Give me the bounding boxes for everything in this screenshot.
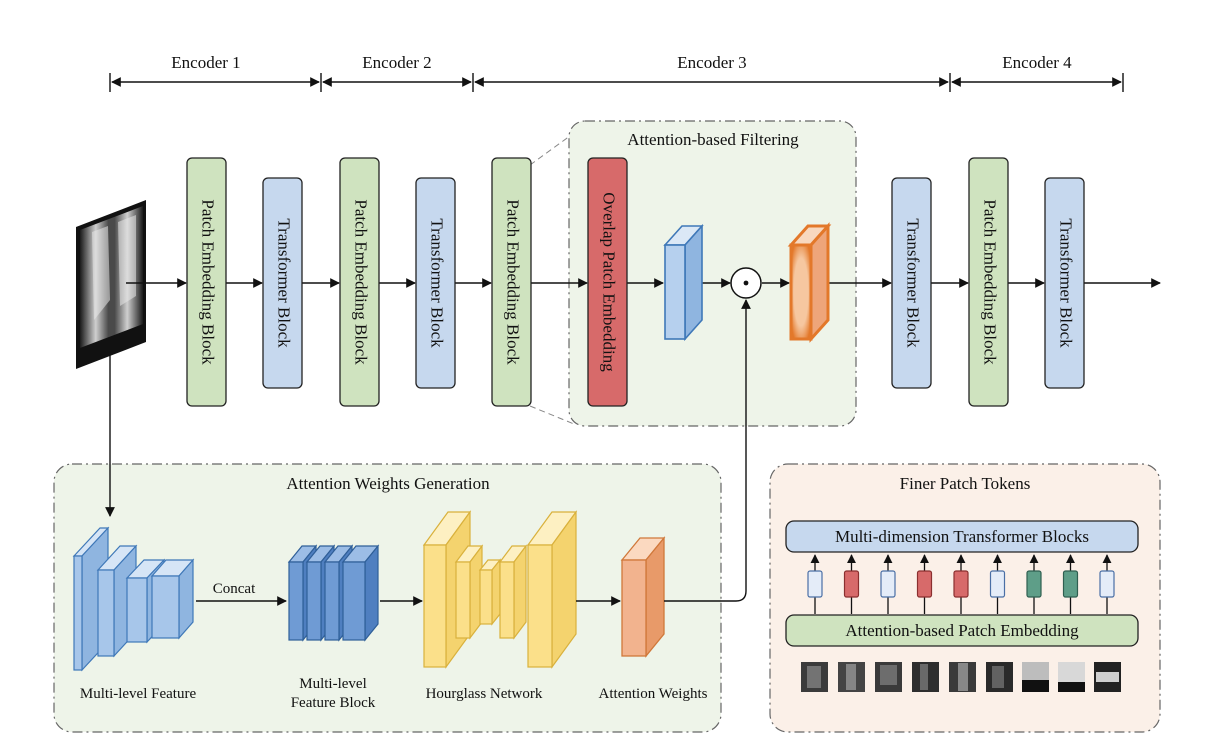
elementwise-product-operator — [730, 267, 762, 299]
feature-block-label-line2: Feature Block — [291, 695, 376, 711]
overlap-patch-embedding-label: Overlap Patch Embedding — [600, 192, 619, 372]
hourglass-network — [422, 510, 578, 669]
patch-token — [1026, 570, 1042, 598]
transformer-label-1: Transformer Block — [275, 218, 294, 348]
patch-token — [843, 570, 860, 598]
transformer-block-2: Transformer Block — [415, 177, 456, 389]
patch-token — [989, 570, 1006, 598]
encoder-4-label: Encoder 4 — [1002, 53, 1072, 72]
patch-embedding-label-2: Patch Embedding Block — [352, 199, 371, 365]
patch-token — [1099, 570, 1115, 598]
multi-level-feature-block — [287, 544, 380, 642]
patch-embedding-label-4: Patch Embedding Block — [981, 199, 1000, 365]
attention-based-patch-embedding: Attention-based Patch Embedding — [785, 614, 1139, 647]
attention-weights-generation-title: Attention Weights Generation — [286, 474, 490, 493]
patch-embedding-block-1: Patch Embedding Block — [186, 157, 227, 407]
filtered-feature-slab-orange — [787, 222, 832, 343]
patch-embedding-block-4: Patch Embedding Block — [968, 157, 1009, 407]
transformer-label-4: Transformer Block — [1057, 218, 1076, 348]
transformer-block-4: Transformer Block — [1044, 177, 1085, 389]
encoder-3-label: Encoder 3 — [677, 53, 746, 72]
transformer-block-1: Transformer Block — [262, 177, 303, 389]
patch-embedding-label-1: Patch Embedding Block — [199, 199, 218, 365]
patch-token — [1062, 570, 1079, 598]
chest-xray-image — [76, 200, 146, 369]
patch-token — [807, 570, 823, 598]
transformer-block-3: Transformer Block — [891, 177, 932, 389]
weights-to-operator-arrow — [664, 299, 751, 602]
multi-level-feature-stack — [72, 526, 195, 672]
finer-patch-tokens-title: Finer Patch Tokens — [900, 474, 1031, 493]
patch-embedding-block-2: Patch Embedding Block — [339, 157, 380, 407]
image-patches-row — [801, 662, 1121, 692]
patch-token — [880, 570, 896, 598]
patch-embedding-block-3: Patch Embedding Block — [491, 157, 532, 407]
transformer-label-2: Transformer Block — [428, 218, 447, 348]
transformer-label-3: Transformer Block — [904, 218, 923, 348]
patch-token-column — [807, 554, 1115, 614]
patch-token — [953, 570, 969, 598]
feature-block-label-line1: Multi-level — [299, 676, 367, 692]
attention-weights-slab — [620, 536, 666, 658]
encoder-brackets: Encoder 1 Encoder 2 Encoder 3 Encoder 4 — [109, 53, 1124, 92]
concat-label: Concat — [213, 581, 256, 597]
overlap-patch-embedding-block: Overlap Patch Embedding — [587, 157, 628, 407]
patch-token — [916, 570, 933, 598]
attention-based-patch-embedding-label: Attention-based Patch Embedding — [845, 621, 1079, 640]
hourglass-network-label: Hourglass Network — [426, 686, 543, 702]
multi-dimension-transformer-blocks: Multi-dimension Transformer Blocks — [785, 520, 1139, 553]
multi-dimension-transformer-label: Multi-dimension Transformer Blocks — [835, 527, 1089, 546]
encoder-2-label: Encoder 2 — [362, 53, 431, 72]
attention-filtering-panel: Attention-based Filtering — [529, 120, 857, 427]
feature-slab-blue — [663, 223, 704, 342]
attention-weights-label: Attention Weights — [599, 686, 708, 702]
encoder-1-label: Encoder 1 — [171, 53, 240, 72]
attention-filtering-title: Attention-based Filtering — [627, 130, 799, 149]
patch-embedding-label-3: Patch Embedding Block — [504, 199, 523, 365]
multi-level-feature-label: Multi-level Feature — [80, 686, 197, 702]
